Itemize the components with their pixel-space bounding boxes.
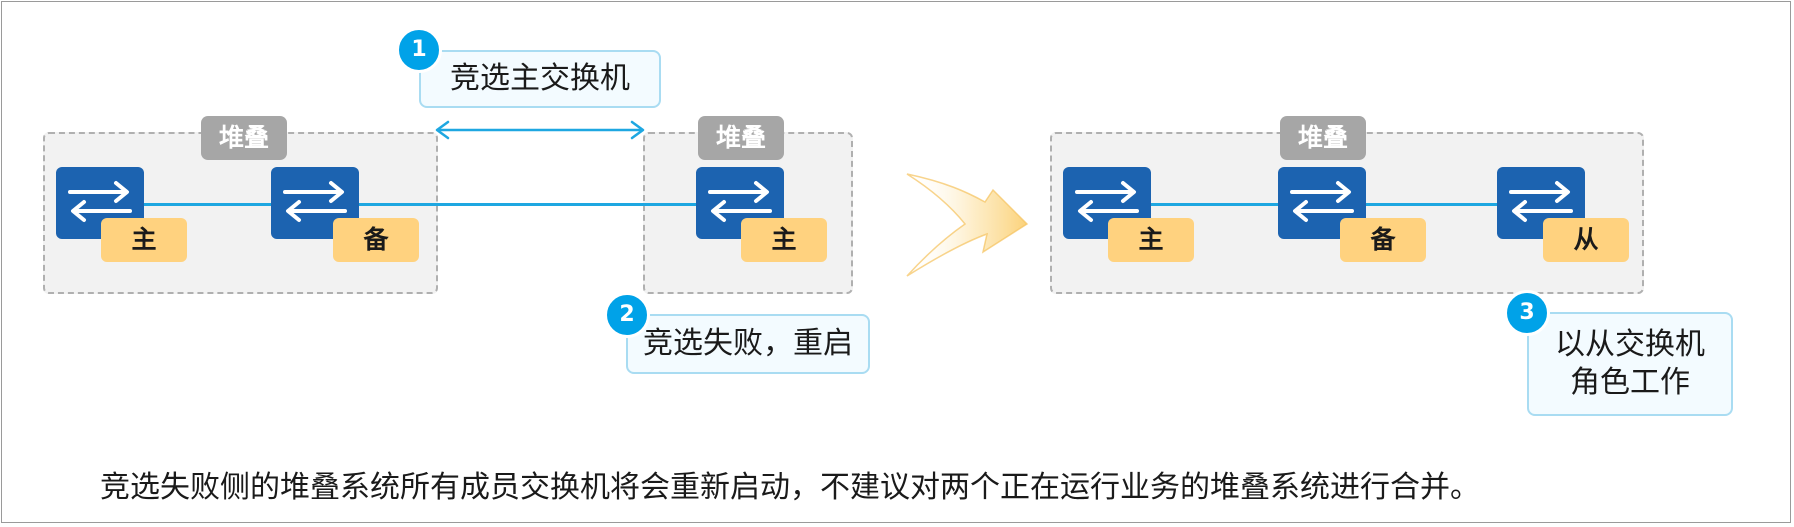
step-1-callout: 竞选主交换机 [419,50,661,108]
role-badge-standby: 备 [1340,218,1426,262]
stack-c-label: 堆叠 [1280,116,1366,160]
switch-a1 [56,167,144,239]
role-badge-slave: 从 [1543,218,1629,262]
link-a2-b1 [355,203,700,206]
switch-icon [1509,181,1573,222]
step-3-callout: 以从交换机 角色工作 [1527,312,1733,416]
step-1-text: 竞选主交换机 [450,61,630,96]
switch-icon [283,181,347,222]
stack-a-label: 堆叠 [201,116,287,160]
caption-text: 竞选失败侧的堆叠系统所有成员交换机将会重新启动，不建议对两个正在运行业务的堆叠系… [100,470,1480,505]
switch-icon [1290,181,1354,222]
step-3-badge: 3 [1504,290,1550,336]
link-c2-c3 [1366,203,1506,206]
role-badge-master: 主 [101,218,187,262]
stack-b-label: 堆叠 [698,116,784,160]
transition-arrow-icon [906,173,1029,277]
step-2-badge: 2 [604,292,650,338]
bidirectional-arrow-icon [435,120,645,140]
role-badge-master: 主 [1108,218,1194,262]
switch-icon [68,181,132,222]
switch-icon [1075,181,1139,222]
step-2-text: 竞选失败，重启 [643,326,853,361]
step-3-text-line2: 角色工作 [1570,365,1690,400]
link-c1-c2 [1150,203,1290,206]
step-3-text-line1: 以从交换机 [1555,327,1705,362]
link-a1-a2 [140,203,280,206]
role-badge-standby: 备 [333,218,419,262]
step-1-badge: 1 [396,27,442,73]
role-badge-master: 主 [741,218,827,262]
step-2-callout: 竞选失败，重启 [626,314,870,374]
switch-icon [708,181,772,222]
